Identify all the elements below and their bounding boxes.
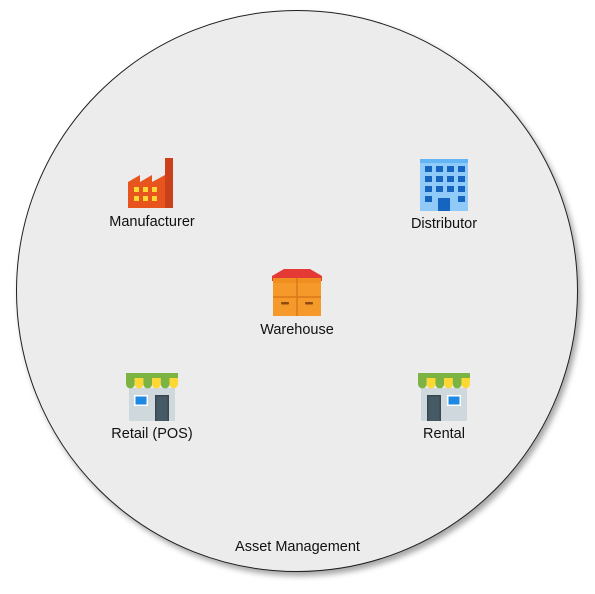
office-building-icon — [420, 159, 468, 211]
node-retail-pos: Retail (POS) — [82, 368, 222, 442]
factory-icon — [128, 158, 173, 208]
storefront-icon — [126, 373, 178, 421]
node-distributor: Distributor — [374, 156, 514, 232]
node-rental: Rental — [374, 368, 514, 442]
node-warehouse: Warehouse — [227, 264, 367, 338]
warehouse-box-icon — [272, 269, 322, 316]
node-label-distributor: Distributor — [410, 216, 478, 232]
storefront-icon — [418, 373, 470, 421]
node-label-retail-pos: Retail (POS) — [111, 426, 193, 442]
node-manufacturer: Manufacturer — [82, 156, 222, 230]
node-label-manufacturer: Manufacturer — [109, 214, 195, 230]
container-label: Asset Management — [235, 539, 360, 555]
node-label-warehouse: Warehouse — [260, 322, 334, 338]
node-label-rental: Rental — [423, 426, 465, 442]
